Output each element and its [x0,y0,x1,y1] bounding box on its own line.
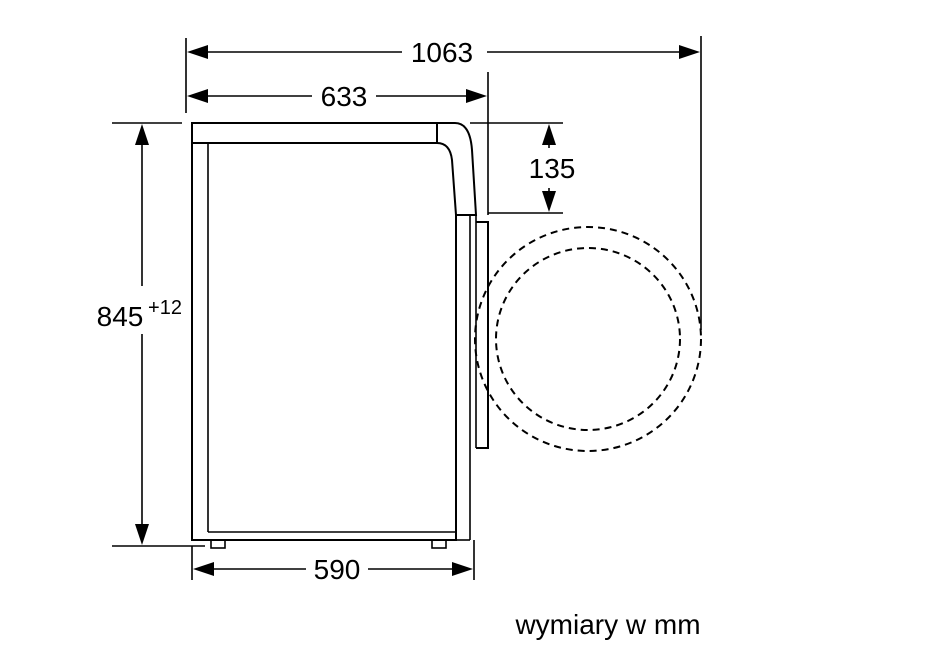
dimension-845: 845 +12 [97,122,205,547]
machine-side-view [191,122,489,549]
door-outer-dashed-circle [474,226,702,452]
dimension-1063-label: 1063 [411,37,473,68]
dimension-590-label: 590 [314,554,361,585]
dimension-633: 633 [187,72,489,215]
door-closed [476,221,489,449]
dimension-633-label: 633 [321,81,368,112]
dimension-135-label: 135 [529,153,576,184]
door-inner-dashed-circle [495,247,681,431]
dimension-135: 135 [470,122,576,214]
back-foot [431,539,447,549]
door-swing-outline [474,226,702,452]
dimension-845-label: 845 [97,301,144,332]
units-caption: wymiary w mm [514,609,700,640]
control-panel-front [436,122,478,216]
front-foot [210,539,226,549]
dimension-1063: 1063 [185,36,702,330]
machine-body [191,143,457,541]
machine-top-plate [191,122,438,144]
dimension-590: 590 [191,540,475,585]
dimension-845-tolerance: +12 [148,297,182,319]
